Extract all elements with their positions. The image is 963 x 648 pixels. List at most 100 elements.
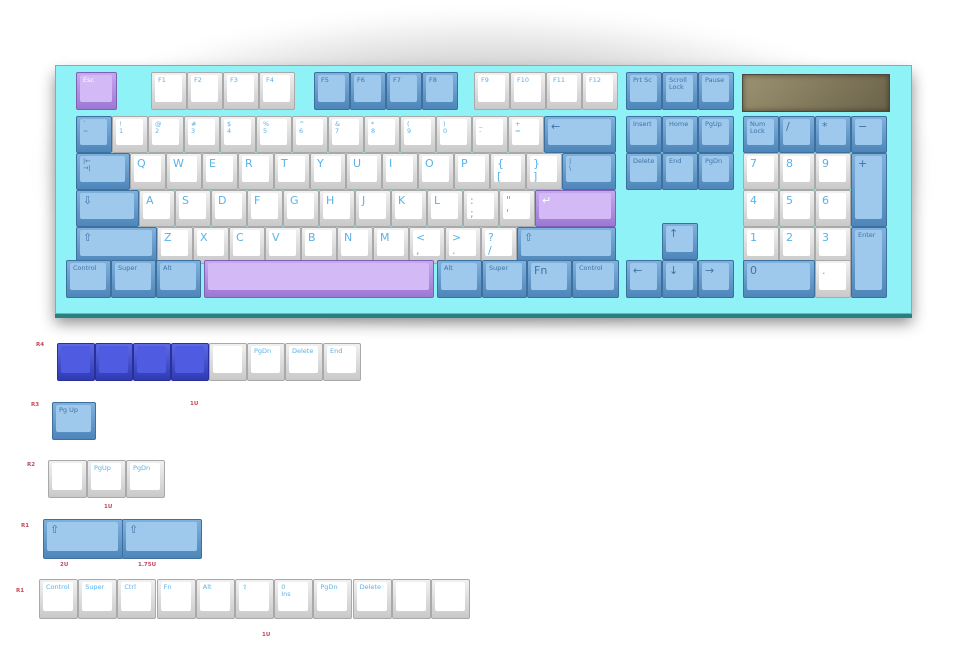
key-number-6[interactable]: ^ 6	[292, 116, 328, 153]
extra-r4-key-4[interactable]	[209, 343, 247, 381]
extra-r1-key-8[interactable]: Delete	[352, 579, 392, 619]
key-letter-bottom-4[interactable]: B	[301, 227, 337, 264]
extra-r4-key-3[interactable]	[171, 343, 209, 381]
key-page-up[interactable]: PgUp	[698, 116, 734, 153]
key-super-right[interactable]: Super	[482, 260, 527, 298]
key-alt-left[interactable]: Alt	[156, 260, 201, 298]
key-f12[interactable]: F12	[582, 72, 618, 110]
extra-r1-key-0[interactable]: Control	[39, 579, 78, 619]
key-backslash[interactable]: | \	[562, 153, 616, 190]
key-caps-lock[interactable]: ⇩	[76, 190, 139, 227]
key-num-minus[interactable]: −	[851, 116, 887, 153]
key-f4[interactable]: F4	[259, 72, 295, 110]
extra-r1-key-2[interactable]: Ctrl	[117, 579, 157, 619]
key-tab[interactable]: |← →|	[76, 153, 130, 190]
key-arrow-left[interactable]: ←	[626, 260, 662, 298]
key-esc[interactable]: Esc	[76, 72, 117, 110]
extra-r1-key-9[interactable]	[391, 579, 431, 619]
key-letter-bottom-0[interactable]: Z	[157, 227, 193, 264]
key-letter-home-5[interactable]: H	[319, 190, 355, 227]
key-print-screen[interactable]: Prt Sc	[626, 72, 662, 110]
key-number-1[interactable]: ! 1	[112, 116, 148, 153]
key-f9[interactable]: F9	[474, 72, 510, 110]
key-f5[interactable]: F5	[314, 72, 350, 110]
key-backspace[interactable]: ←	[544, 116, 616, 153]
key-letter-top-6[interactable]: U	[346, 153, 382, 190]
key-letter-home-4[interactable]: G	[283, 190, 319, 227]
key-letter-top-10[interactable]: { [	[490, 153, 526, 190]
key-number-2[interactable]: @ 2	[148, 116, 184, 153]
key-letter-top-5[interactable]: Y	[310, 153, 346, 190]
key-num-2[interactable]: 2	[779, 227, 815, 264]
extra-r1-key-4[interactable]: Alt	[195, 579, 235, 619]
key-enter[interactable]: ↵	[535, 190, 616, 227]
key-number-5[interactable]: % 5	[256, 116, 292, 153]
key-pause[interactable]: Pause	[698, 72, 734, 110]
key-letter-top-3[interactable]: R	[238, 153, 274, 190]
key-letter-bottom-6[interactable]: M	[373, 227, 409, 264]
key-letter-home-3[interactable]: F	[247, 190, 283, 227]
extra-r4-key-6[interactable]: Delete	[285, 343, 323, 381]
key-number-0[interactable]: ` ~	[76, 116, 112, 153]
extra-r1-shift-2u[interactable]: ⇧	[43, 519, 123, 559]
key-arrow-right[interactable]: →	[698, 260, 734, 298]
key-letter-bottom-7[interactable]: < ,	[409, 227, 445, 264]
key-letter-home-2[interactable]: D	[211, 190, 247, 227]
key-num-divide[interactable]: /	[779, 116, 815, 153]
key-f10[interactable]: F10	[510, 72, 546, 110]
key-num-plus[interactable]: +	[851, 153, 887, 227]
key-shift-left[interactable]: ⇧	[76, 227, 157, 264]
extra-r1-shift-175u[interactable]: ⇧	[122, 519, 202, 559]
key-scroll-lock[interactable]: Scroll Lock	[662, 72, 698, 110]
key-letter-top-4[interactable]: T	[274, 153, 310, 190]
extra-r4-key-7[interactable]: End	[323, 343, 361, 381]
extra-r2-key-1[interactable]: PgUp	[87, 460, 126, 498]
key-control-right[interactable]: Control	[572, 260, 619, 298]
key-letter-home-6[interactable]: J	[355, 190, 391, 227]
key-home[interactable]: Home	[662, 116, 698, 153]
key-letter-top-8[interactable]: O	[418, 153, 454, 190]
key-letter-bottom-5[interactable]: N	[337, 227, 373, 264]
key-shift-right[interactable]: ⇧	[517, 227, 616, 264]
key-number-12[interactable]: + =	[508, 116, 544, 153]
key-num-8[interactable]: 8	[779, 153, 815, 190]
key-letter-top-9[interactable]: P	[454, 153, 490, 190]
key-letter-top-11[interactable]: } ]	[526, 153, 562, 190]
key-letter-home-8[interactable]: L	[427, 190, 463, 227]
key-number-9[interactable]: ( 9	[400, 116, 436, 153]
extra-r1-key-1[interactable]: Super	[78, 579, 118, 619]
key-number-4[interactable]: $ 4	[220, 116, 256, 153]
extra-r1-key-5[interactable]: ⇧	[235, 579, 274, 619]
key-alt-right[interactable]: Alt	[437, 260, 482, 298]
key-letter-bottom-2[interactable]: C	[229, 227, 265, 264]
key-num-9[interactable]: 9	[815, 153, 851, 190]
key-letter-bottom-9[interactable]: ? /	[481, 227, 517, 264]
key-num-decimal[interactable]: .	[815, 260, 851, 298]
extra-r4-key-1[interactable]	[95, 343, 133, 381]
key-num-6[interactable]: 6	[815, 190, 851, 227]
key-number-3[interactable]: # 3	[184, 116, 220, 153]
key-arrow-up[interactable]: ↑	[662, 223, 698, 260]
key-arrow-down[interactable]: ↓	[662, 260, 698, 298]
extra-r2-key-0[interactable]	[48, 460, 87, 498]
extra-r1-key-6[interactable]: 0 Ins	[274, 579, 314, 619]
extra-r4-key-5[interactable]: PgDn	[247, 343, 285, 381]
key-fn[interactable]: Fn	[527, 260, 572, 298]
extra-r4-key-0[interactable]	[57, 343, 95, 381]
extra-r2-key-2[interactable]: PgDn	[126, 460, 165, 498]
key-letter-bottom-8[interactable]: > .	[445, 227, 481, 264]
key-num-4[interactable]: 4	[743, 190, 779, 227]
extra-r4-key-2[interactable]	[133, 343, 171, 381]
key-letter-bottom-1[interactable]: X	[193, 227, 229, 264]
key-number-7[interactable]: & 7	[328, 116, 364, 153]
key-num-enter[interactable]: Enter	[851, 227, 887, 298]
key-end[interactable]: End	[662, 153, 698, 190]
key-letter-home-7[interactable]: K	[391, 190, 427, 227]
key-f8[interactable]: F8	[422, 72, 458, 110]
key-num-multiply[interactable]: *	[815, 116, 851, 153]
key-letter-bottom-3[interactable]: V	[265, 227, 301, 264]
key-f3[interactable]: F3	[223, 72, 259, 110]
key-f2[interactable]: F2	[187, 72, 223, 110]
key-f11[interactable]: F11	[546, 72, 582, 110]
key-spacebar[interactable]	[204, 260, 434, 298]
